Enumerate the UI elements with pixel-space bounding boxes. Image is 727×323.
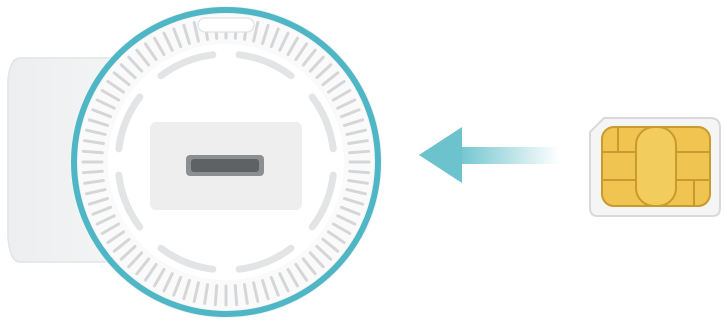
vent-tick bbox=[261, 23, 270, 46]
sim-card-icon bbox=[589, 117, 721, 217]
vent-tick bbox=[252, 21, 260, 43]
vent-tick bbox=[192, 281, 200, 303]
vent-tick bbox=[162, 272, 174, 293]
vent-tick bbox=[331, 222, 352, 235]
vent-tick bbox=[172, 275, 183, 297]
vent-tick bbox=[269, 275, 280, 297]
vent-tick bbox=[172, 27, 183, 49]
router-base-icon bbox=[70, 6, 382, 318]
vent-tick bbox=[182, 23, 191, 46]
vent-tick bbox=[321, 237, 340, 253]
vent-tick bbox=[339, 205, 361, 216]
vent-tick bbox=[301, 48, 317, 67]
vent-tick bbox=[347, 139, 369, 146]
vent-tick bbox=[294, 42, 309, 62]
vent-tick bbox=[182, 278, 191, 301]
vent-tick bbox=[261, 278, 270, 301]
vent-tick bbox=[203, 283, 210, 305]
vent-tick bbox=[143, 42, 158, 62]
vent-tick bbox=[342, 118, 365, 127]
vent-tick bbox=[87, 118, 110, 127]
vent-tick bbox=[278, 31, 290, 52]
vent-tick bbox=[331, 89, 352, 102]
vent-tick bbox=[85, 188, 107, 196]
vent-tick bbox=[153, 267, 166, 288]
vent-tick bbox=[135, 257, 151, 276]
vent-tick bbox=[81, 169, 104, 175]
vent-tick bbox=[321, 71, 340, 87]
inner-segment bbox=[115, 171, 144, 231]
sim-chip-center bbox=[635, 126, 677, 207]
vent-tick bbox=[85, 128, 107, 136]
vent-tick bbox=[326, 230, 346, 245]
inner-segment bbox=[157, 51, 217, 80]
sim-slot-opening bbox=[191, 159, 259, 172]
vent-tick bbox=[87, 197, 110, 206]
vent-tick bbox=[347, 178, 369, 185]
inner-segment bbox=[308, 171, 337, 231]
vent-tick bbox=[127, 55, 144, 73]
vent-tick bbox=[286, 267, 299, 288]
vent-tick bbox=[143, 262, 158, 282]
vent-tick bbox=[345, 128, 367, 136]
vent-tick bbox=[233, 284, 239, 307]
vent-tick bbox=[192, 21, 200, 43]
inner-segment bbox=[235, 244, 295, 273]
vent-tick bbox=[348, 169, 371, 175]
arrow-left-icon bbox=[419, 127, 560, 183]
vent-tick bbox=[213, 284, 219, 307]
vent-tick bbox=[112, 71, 131, 87]
vent-tick bbox=[81, 149, 104, 155]
vent-tick bbox=[100, 222, 121, 235]
vent-tick bbox=[106, 79, 126, 94]
vent-tick bbox=[100, 89, 121, 102]
vent-tick bbox=[127, 251, 144, 269]
vent-tick bbox=[153, 36, 166, 57]
vent-ring bbox=[81, 17, 371, 307]
vent-tick bbox=[95, 98, 116, 110]
vent-tick bbox=[269, 27, 280, 49]
vent-tick bbox=[315, 63, 333, 80]
vent-tick bbox=[106, 230, 126, 245]
device-ring bbox=[71, 7, 381, 317]
inner-segment bbox=[308, 93, 337, 153]
vent-tick bbox=[339, 108, 361, 119]
vent-tick bbox=[242, 283, 249, 305]
inner-segment-ring bbox=[115, 51, 337, 273]
vent-tick bbox=[326, 79, 346, 94]
top-notch bbox=[197, 17, 255, 33]
vent-tick bbox=[342, 197, 365, 206]
vent-tick bbox=[91, 108, 113, 119]
vent-tick bbox=[294, 262, 309, 282]
vent-tick bbox=[315, 244, 333, 261]
vent-tick bbox=[345, 188, 367, 196]
vent-tick bbox=[308, 55, 325, 73]
vent-tick bbox=[83, 139, 105, 146]
inner-segment bbox=[157, 244, 217, 273]
inner-segment bbox=[235, 51, 295, 80]
vent-tick bbox=[162, 31, 174, 52]
vent-tick bbox=[348, 149, 371, 155]
arrow-head bbox=[419, 127, 462, 183]
vent-tick bbox=[278, 272, 290, 293]
vent-tick bbox=[301, 257, 317, 276]
vent-tick bbox=[119, 63, 137, 80]
vent-tick bbox=[308, 251, 325, 269]
arrow-shaft bbox=[455, 147, 560, 164]
inner-segment bbox=[115, 93, 144, 153]
vent-tick bbox=[119, 244, 137, 261]
vent-tick bbox=[135, 48, 151, 67]
vent-tick bbox=[83, 178, 105, 185]
vent-tick bbox=[95, 214, 116, 226]
vent-tick bbox=[336, 98, 357, 110]
vent-tick bbox=[286, 36, 299, 57]
vent-tick bbox=[91, 205, 113, 216]
vent-tick bbox=[336, 214, 357, 226]
vent-tick bbox=[252, 281, 260, 303]
vent-tick bbox=[112, 237, 131, 253]
